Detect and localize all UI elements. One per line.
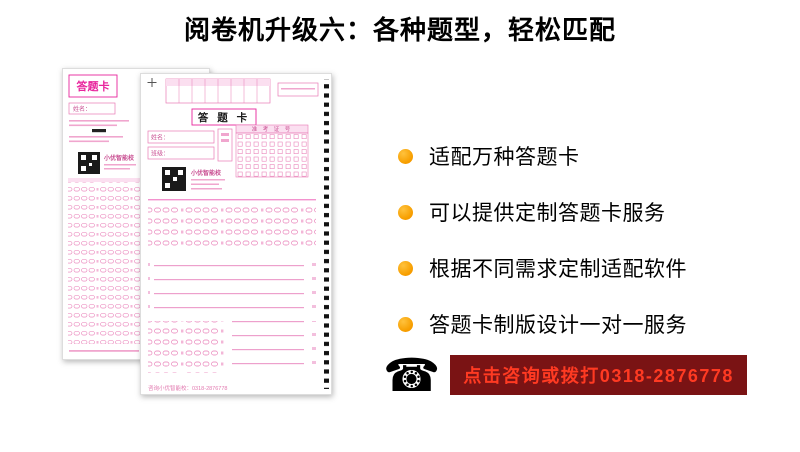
- bullet-dot-icon: [398, 148, 413, 164]
- exam-number-label: 准 考 证 号: [252, 125, 293, 133]
- contact-banner-label: 点击咨询或拨打0318-2876778: [463, 366, 734, 386]
- feature-list: 适配万种答题卡 可以提供定制答题卡服务 根据不同需求定制适配软件 答题卡制版设计…: [398, 128, 687, 352]
- sheet-back-name-label: 姓名：: [73, 105, 91, 113]
- registration-cross: [147, 78, 157, 87]
- telephone-icon: ☎: [383, 348, 441, 402]
- contact-row: ☎ 点击咨询或拨打0318-2876778: [383, 352, 747, 398]
- sheet-back-brand: 小优智能校: [103, 154, 135, 162]
- contact-banner[interactable]: 点击咨询或拨打0318-2876778: [450, 355, 747, 395]
- feature-label: 答题卡制版设计一对一服务: [429, 314, 687, 337]
- sheet-front-name-label: 姓名：: [151, 134, 169, 142]
- qr-code: [78, 152, 100, 174]
- barcode-mark: [92, 129, 106, 133]
- bullet-dot-icon: [398, 316, 413, 332]
- answer-sheet-images: 答题卡 姓名： 小优智能校: [62, 66, 347, 406]
- feature-label: 适配万种答题卡: [429, 146, 580, 169]
- bullet-dot-icon: [398, 260, 413, 276]
- sheet-front-fields: 姓名： 班级：: [147, 128, 233, 162]
- bubble-grid: [148, 205, 316, 249]
- sheet-front-title: 答 题 卡: [197, 111, 250, 124]
- timing-marks: [322, 79, 329, 389]
- bullet-dot-icon: [398, 204, 413, 220]
- qr-code: [162, 167, 186, 191]
- feature-label: 根据不同需求定制适配软件: [429, 258, 687, 281]
- page-title: 阅卷机升级六：各种题型，轻松匹配: [183, 15, 616, 45]
- bubble-grid-lower: [148, 321, 224, 373]
- answer-sheet-front: 答 题 卡 姓名： 班级： 准 考 证 号: [140, 73, 332, 395]
- sheet-front-class-label: 班级：: [151, 150, 169, 158]
- answer-lines-lower: [232, 321, 316, 373]
- sheet-back-header: 答题卡 姓名：: [68, 74, 129, 143]
- exam-number-grid: 准 考 证 号: [235, 124, 309, 178]
- sheet-front-brand: 小优智能校: [190, 169, 222, 177]
- answer-lines: [148, 257, 316, 313]
- feature-item: 适配万种答题卡: [398, 128, 687, 184]
- feature-label: 可以提供定制答题卡服务: [429, 202, 666, 225]
- feature-item: 可以提供定制答题卡服务: [398, 184, 687, 240]
- sheet-back-title: 答题卡: [77, 79, 110, 93]
- sheet-front-footer: 咨询小优智能校：0318-2876778: [148, 384, 227, 392]
- feature-item: 答题卡制版设计一对一服务: [398, 296, 687, 352]
- sheet-front-header-table: [165, 78, 319, 104]
- feature-item: 根据不同需求定制适配软件: [398, 240, 687, 296]
